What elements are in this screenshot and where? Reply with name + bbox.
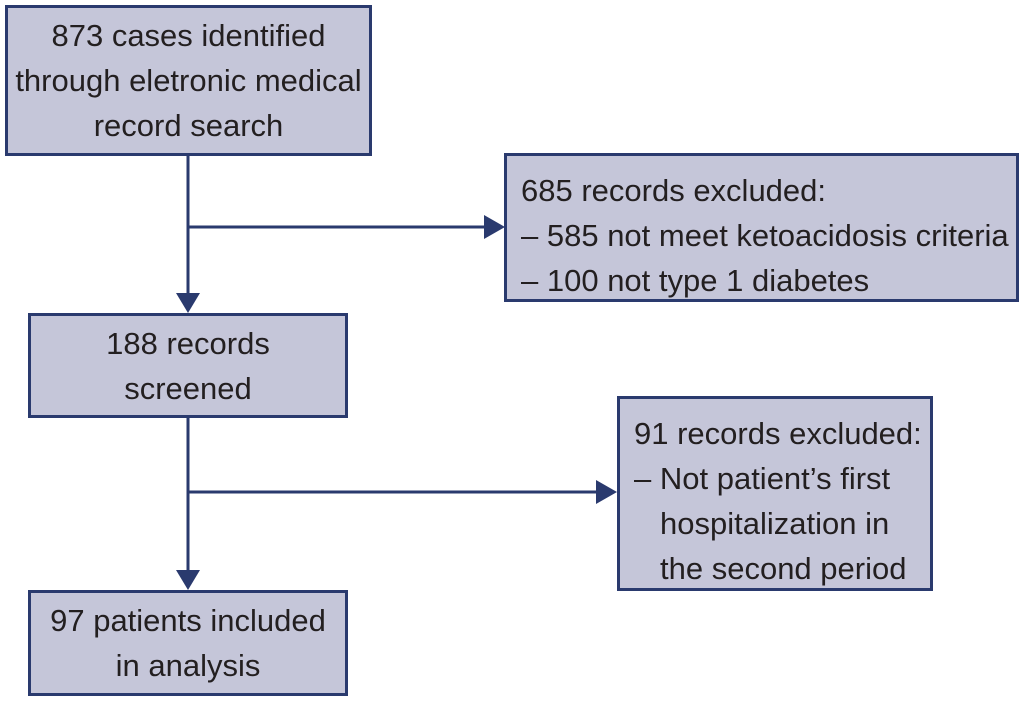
screened-line-1: 188 records (106, 325, 270, 361)
included-line-1: 97 patients included (50, 603, 326, 638)
included-line-2: in analysis (115, 648, 261, 683)
identified-box: 873 cases identified through eletronic m… (5, 5, 372, 156)
excluded1-title: 685 records excluded: (521, 173, 827, 208)
excluded2-line-3: the second period (660, 551, 907, 586)
excluded1-item-1: – 585 not meet ketoacidosis criteria (521, 218, 1009, 253)
identified-line-1: 873 cases identified (51, 18, 326, 53)
excluded2-line-1: – Not patient’s first (634, 461, 891, 496)
excluded1-item-2: – 100 not type 1 diabetes (521, 263, 870, 298)
screened-line-2: screened (124, 370, 252, 406)
screened-box: 188 records screened (28, 313, 348, 418)
excluded1-box: 685 records excluded: – 585 not meet ket… (504, 153, 1019, 302)
excluded2-box: 91 records excluded: – Not patient’s fir… (617, 396, 933, 591)
identified-line-3: record search (93, 108, 284, 143)
arrowhead-down-icon (176, 293, 200, 313)
identified-line-2: through eletronic medical (15, 63, 362, 98)
arrowhead-right-icon (596, 480, 617, 504)
excluded2-title: 91 records excluded: (634, 416, 922, 451)
included-box: 97 patients included in analysis (28, 590, 348, 696)
arrowhead-right-icon (484, 215, 505, 239)
arrowhead-down-icon (176, 570, 200, 590)
excluded2-line-2: hospitalization in (660, 506, 890, 541)
